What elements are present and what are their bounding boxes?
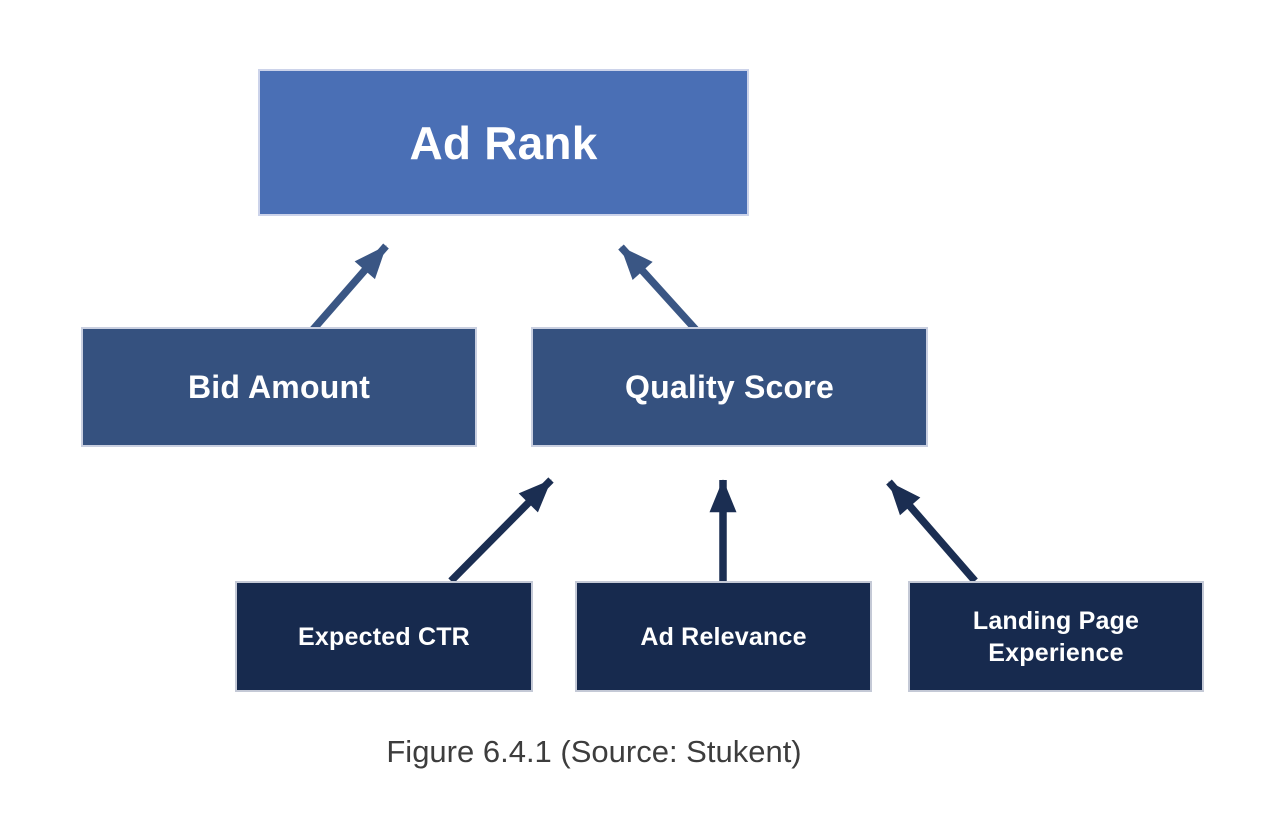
arrow-quality-score-to-ad-rank bbox=[618, 244, 700, 334]
node-bid-amount-label: Bid Amount bbox=[187, 368, 371, 405]
arrow-bid-amount-to-ad-rank bbox=[307, 243, 389, 336]
node-ad-relevance: Ad Relevance bbox=[575, 581, 872, 692]
node-landing-page-experience: Landing Page Experience bbox=[908, 581, 1204, 692]
node-expected-ctr-label: Expected CTR bbox=[298, 622, 470, 651]
figure-caption: Figure 6.4.1 (Source: Stukent) bbox=[386, 734, 802, 769]
node-ad-rank: Ad Rank bbox=[258, 69, 749, 216]
node-quality-score: Quality Score bbox=[531, 327, 928, 447]
node-expected-ctr: Expected CTR bbox=[235, 581, 533, 692]
node-bid-amount: Bid Amount bbox=[81, 327, 477, 447]
arrow-landing-page-to-quality-score bbox=[886, 479, 978, 584]
node-ad-rank-label: Ad Rank bbox=[409, 116, 598, 169]
arrow-expected-ctr-to-quality-score bbox=[448, 477, 554, 584]
node-ad-relevance-label: Ad Relevance bbox=[640, 622, 807, 651]
node-quality-score-label: Quality Score bbox=[625, 368, 834, 405]
node-landing-page-experience-label: Landing Page Experience bbox=[972, 606, 1140, 667]
